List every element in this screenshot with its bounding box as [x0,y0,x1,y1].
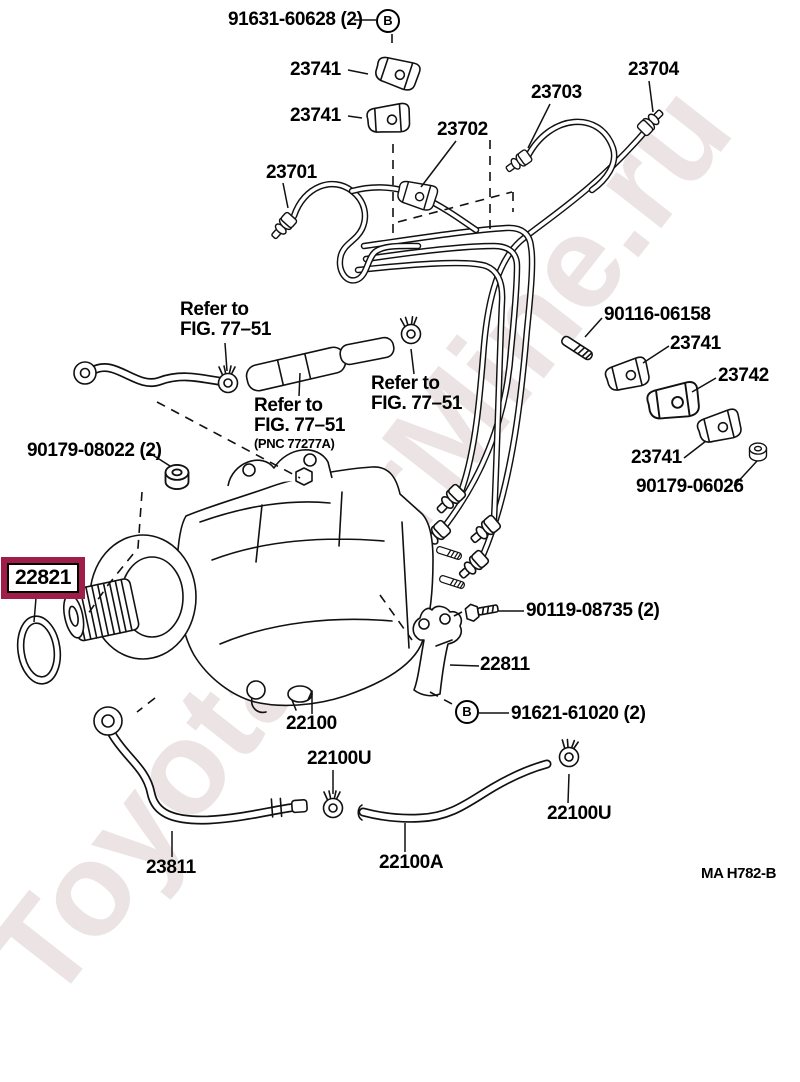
label-clamp-23741-right2: 23741 [631,447,682,468]
fuel-hose-segments [73,315,423,394]
pump-drive-shaft [62,578,140,642]
label-clamp-23741-right1: 23741 [670,333,721,354]
hose-22100a [357,759,552,823]
label-bolt-91631: 91631-60628 (2) [228,9,363,30]
label-clamp-23742: 23742 [718,365,769,386]
diagram-footer-code: MA H782-B [701,865,777,882]
label-refer-fig-center-pnc: (PNC 77277A) [254,436,335,451]
label-refer-fig-center: Refer to FIG. 77–51 [254,395,346,436]
label-clamp-22100u-left: 22100U [307,748,372,769]
label-nut-90179-06026: 90179-06026 [636,476,744,497]
injection-pipes [267,105,668,583]
label-bracket-22811: 22811 [480,654,530,675]
label-bolt-91621: 91621-61020 (2) [511,703,646,724]
label-pipe-23701: 23701 [266,162,317,183]
label-pipe-23704: 23704 [628,59,679,80]
label-hose-22100a: 22100A [379,852,444,873]
bracket-22811-drawing [412,605,463,697]
label-clamp-23741-top2: 23741 [290,105,341,126]
dashed-reference-lines [87,34,514,713]
label-pump-22100: 22100 [286,713,337,734]
leader-lines [33,19,758,857]
label-bolt-90119: 90119-08735 (2) [526,600,660,621]
oring-22821-drawing [16,615,62,685]
b-connector-marker-bottom: B [455,700,479,724]
b-connector-marker-top: B [376,9,400,33]
label-stud-90116: 90116-06158 [604,304,711,325]
label-pipe-23703: 23703 [531,82,582,103]
feed-hose-23811 [93,706,308,825]
label-clamp-23741-top1: 23741 [290,59,341,80]
label-oring-22821: 22821 [7,563,79,593]
injection-pump-drawing [62,449,466,714]
highlighted-part-22821: 22821 [1,557,85,599]
label-refer-fig-left: Refer to FIG. 77–51 [180,299,272,340]
label-refer-fig-right: Refer to FIG. 77–51 [371,373,463,414]
label-clamp-22100u-right: 22100U [547,803,612,824]
label-pipe-23702: 23702 [437,119,488,140]
label-nut-90179-08022: 90179-08022 (2) [27,440,162,461]
label-hose-23811: 23811 [146,857,196,878]
